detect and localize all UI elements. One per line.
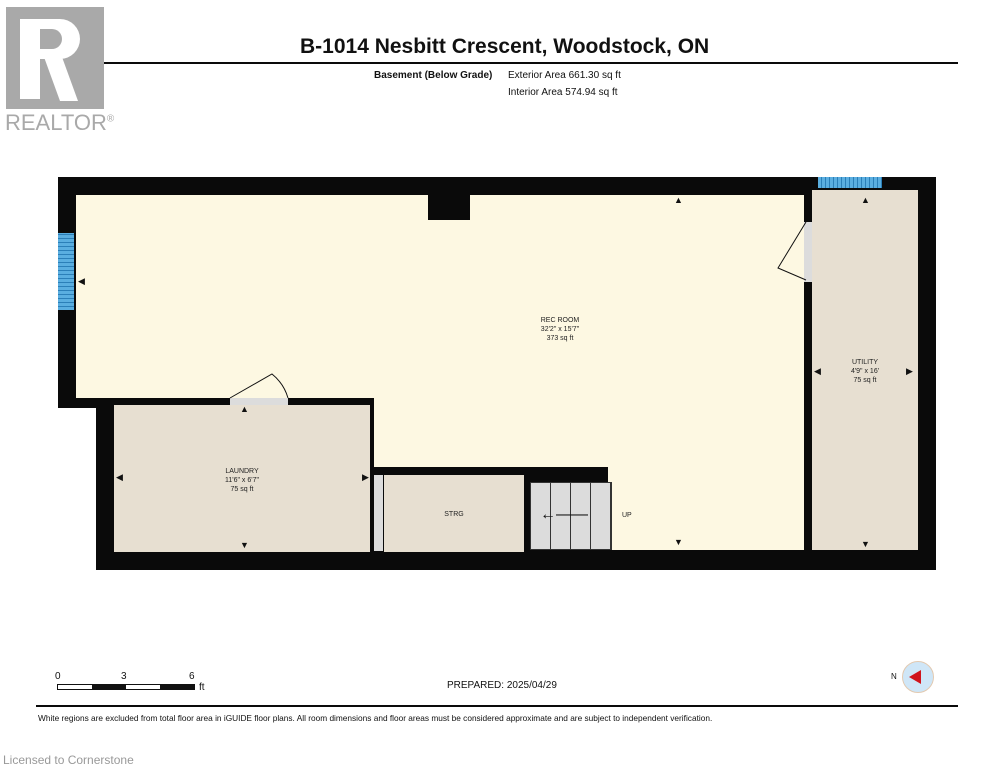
page-title: B-1014 Nesbitt Crescent, Woodstock, ON: [300, 35, 710, 58]
utility-label: UTILITY 4'9" x 16' 75 sq ft: [835, 358, 895, 385]
storage-label: STRG: [444, 511, 464, 518]
dimension-arrow-icon: ▼: [240, 540, 249, 550]
rec-room: [76, 195, 804, 398]
dimension-arrow-icon: ◀: [814, 366, 821, 376]
logo-mark: ®: [106, 113, 115, 125]
dimension-arrow-icon: ▶: [906, 366, 913, 376]
room-area: 75 sq ft: [853, 377, 877, 384]
dimension-arrow-icon: ▲: [861, 195, 870, 205]
stairs-label: UP: [622, 512, 632, 519]
compass-icon: [902, 661, 934, 693]
stairs-arrow-icon: ←——: [540, 506, 588, 523]
door-swing-icon: [229, 373, 289, 399]
dimension-arrow-icon: ▲: [674, 195, 683, 205]
column: [428, 195, 470, 220]
compass-north-label: N: [891, 672, 897, 681]
logo-text: REALTOR: [5, 110, 107, 135]
dimension-arrow-icon: ▲: [240, 404, 249, 414]
room-name: LAUNDRY: [225, 468, 259, 475]
room-name: REC ROOM: [540, 317, 580, 324]
window: [58, 233, 74, 310]
rec-room: [608, 466, 804, 550]
license-text: Licensed to Cornerstone: [3, 753, 134, 767]
scale-tick-6: 6: [189, 671, 195, 682]
dimension-arrow-icon: ▶: [362, 472, 369, 482]
door-opening: [374, 475, 383, 551]
door-opening: [804, 222, 812, 282]
dimension-arrow-icon: ◀: [116, 472, 123, 482]
dimension-arrow-icon: ▼: [674, 537, 683, 547]
room-dims: 11'6" x 6'7": [225, 477, 259, 484]
window: [818, 177, 882, 188]
prepared-date: PREPARED: 2025/04/29: [447, 680, 557, 691]
exterior-area: Exterior Area 661.30 sq ft: [508, 70, 621, 81]
storage-room: [384, 475, 524, 552]
room-name: UTILITY: [851, 359, 879, 366]
disclaimer: White regions are excluded from total fl…: [38, 713, 713, 723]
room-dims: 32'2" x 15'7": [540, 326, 580, 333]
scale-tick-0: 0: [55, 671, 61, 682]
door-swing-icon: [777, 221, 807, 281]
rec-room-label: REC ROOM 32'2" x 15'7" 373 sq ft: [520, 316, 600, 343]
rec-room: [374, 397, 804, 467]
door-opening: [230, 398, 288, 405]
realtor-logo: [6, 7, 104, 109]
scale-bar: [57, 684, 195, 690]
room-dims: 4'9" x 16': [850, 368, 880, 375]
interior-area: Interior Area 574.94 sq ft: [508, 87, 618, 98]
footer-rule: [36, 705, 958, 707]
dimension-arrow-icon: ◀: [78, 276, 85, 286]
scale-unit: ft: [199, 682, 205, 693]
realtor-logo-text: REALTOR®: [5, 110, 114, 136]
dimension-arrow-icon: ▼: [861, 539, 870, 549]
level-label: Basement (Below Grade): [374, 70, 493, 81]
stairs: [530, 482, 612, 550]
room-area: 373 sq ft: [546, 335, 574, 342]
laundry-room: [114, 405, 370, 552]
utility-room: [812, 190, 918, 550]
laundry-label: LAUNDRY 11'6" x 6'7" 75 sq ft: [202, 467, 282, 494]
header-rule: [104, 62, 958, 64]
room-area: 75 sq ft: [230, 486, 254, 493]
scale-tick-3: 3: [121, 671, 127, 682]
